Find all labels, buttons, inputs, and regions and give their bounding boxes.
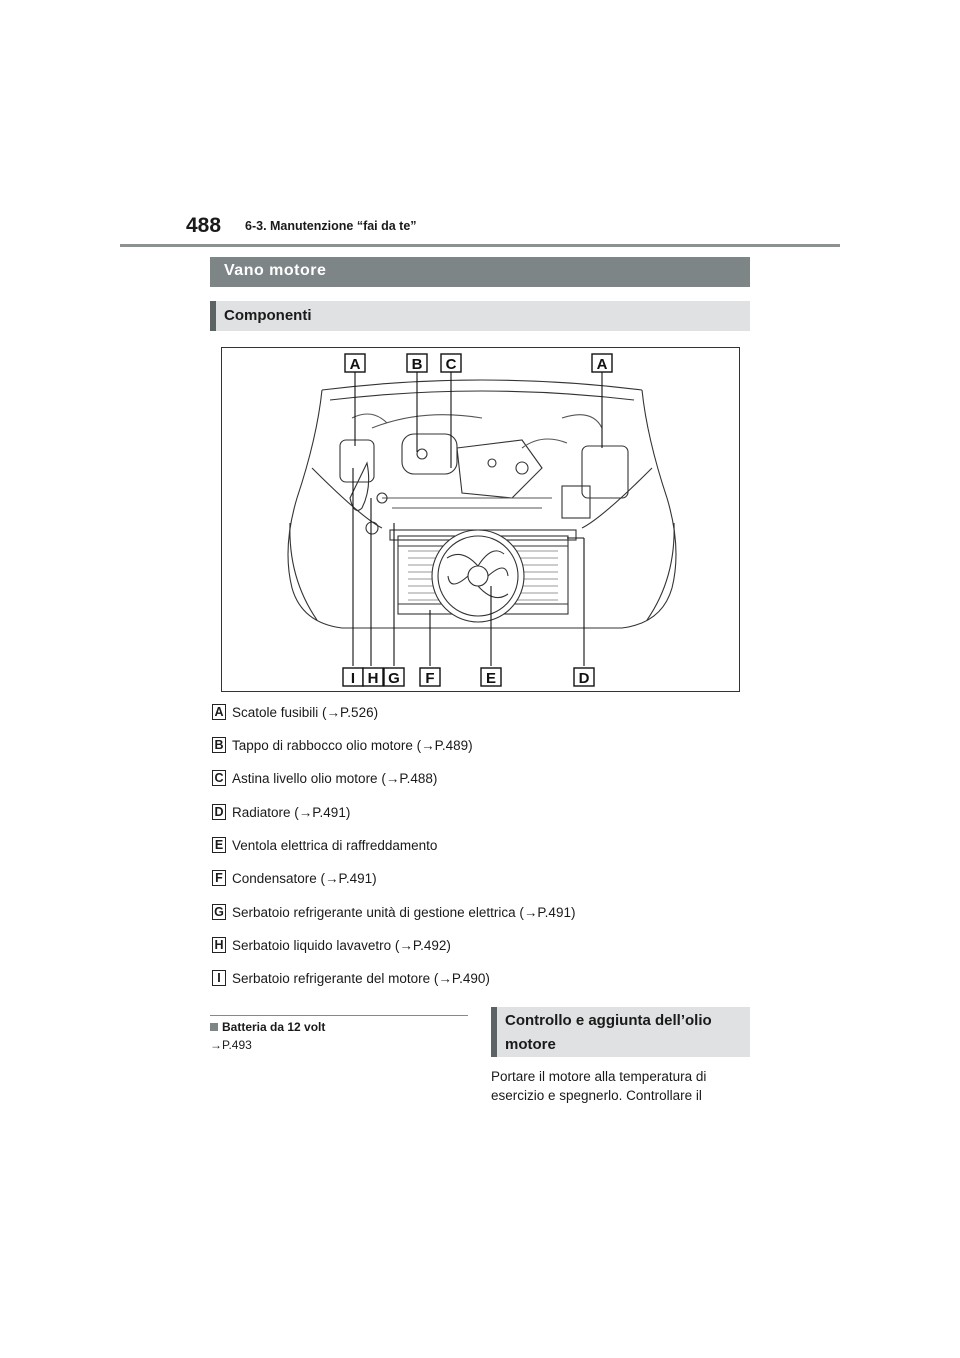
callout-a-right: A (591, 353, 613, 373)
subsection-bar-componenti: Componenti (210, 301, 750, 331)
subsection-title: Componenti (224, 307, 312, 324)
legend-text: Radiatore (→P.491) (232, 805, 351, 820)
svg-text:A: A (350, 356, 361, 373)
callout-f: F (419, 667, 441, 687)
callout-b: B (406, 353, 428, 373)
oil-check-title: Controllo e aggiunta dell’olio motore (505, 1009, 712, 1057)
svg-text:F: F (425, 670, 434, 687)
svg-text:B: B (412, 356, 423, 373)
section-title: Vano motore (224, 262, 327, 279)
callout-g: G (383, 667, 405, 687)
subsection-bar-oil-check: Controllo e aggiunta dell’olio motore (491, 1007, 750, 1057)
breadcrumb: 6-3. Manutenzione “fai da te” (245, 219, 417, 233)
callout-a-left: A (344, 353, 366, 373)
square-bullet-icon (210, 1023, 218, 1031)
oil-check-title-line2: motore (505, 1036, 556, 1053)
legend-text: Scatole fusibili (→P.526) (232, 705, 379, 720)
battery-heading: Batteria da 12 volt (210, 1020, 325, 1034)
svg-text:C: C (446, 356, 457, 373)
battery-title: Batteria da 12 volt (222, 1020, 326, 1034)
section-title-bar: Vano motore (210, 257, 750, 287)
svg-text:E: E (486, 670, 496, 687)
callout-c: C (440, 353, 462, 373)
legend-text: Serbatoio liquido lavavetro (→P.492) (232, 938, 451, 953)
svg-text:D: D (579, 670, 590, 687)
oil-check-body: Portare il motore alla temperatura di es… (491, 1067, 750, 1105)
legend-text: Ventola elettrica di raffreddamento (232, 838, 438, 853)
legend-letter: E (212, 837, 226, 853)
engine-compartment-figure: A B C A I H G (221, 347, 740, 692)
callout-e: E (480, 667, 502, 687)
engine-illustration: A B C A I H G (287, 353, 677, 687)
callout-d: D (573, 667, 595, 687)
column-divider (210, 1015, 468, 1016)
oil-check-body-line2: esercizio e spegnerlo. Controllare il (491, 1088, 702, 1103)
legend-text: Tappo di rabbocco olio motore (→P.489) (232, 738, 473, 753)
header-rule (120, 244, 840, 247)
legend-letter: F (212, 870, 226, 886)
legend-letter: A (212, 704, 226, 720)
legend-letter: C (212, 770, 226, 786)
svg-text:G: G (388, 670, 400, 687)
legend-letter: D (212, 804, 226, 820)
legend-letter: H (212, 937, 226, 953)
svg-text:I: I (351, 670, 355, 687)
legend-letter: I (212, 970, 226, 986)
legend-text: Serbatoio refrigerante unità di gestione… (232, 905, 576, 920)
callout-h: H (362, 667, 384, 687)
legend-text: Astina livello olio motore (→P.488) (232, 771, 438, 786)
legend-text: Serbatoio refrigerante del motore (→P.49… (232, 971, 490, 986)
battery-page-ref: →P.493 (210, 1038, 252, 1052)
legend-letter: B (212, 737, 226, 753)
oil-check-title-line1: Controllo e aggiunta dell’olio (505, 1012, 712, 1029)
page-number: 488 (186, 214, 222, 237)
svg-text:A: A (597, 356, 608, 373)
legend-text: Condensatore (→P.491) (232, 871, 377, 886)
callout-i: I (342, 667, 364, 687)
legend-letter: G (212, 904, 226, 920)
oil-check-body-line1: Portare il motore alla temperatura di (491, 1069, 707, 1084)
svg-text:H: H (368, 670, 379, 687)
